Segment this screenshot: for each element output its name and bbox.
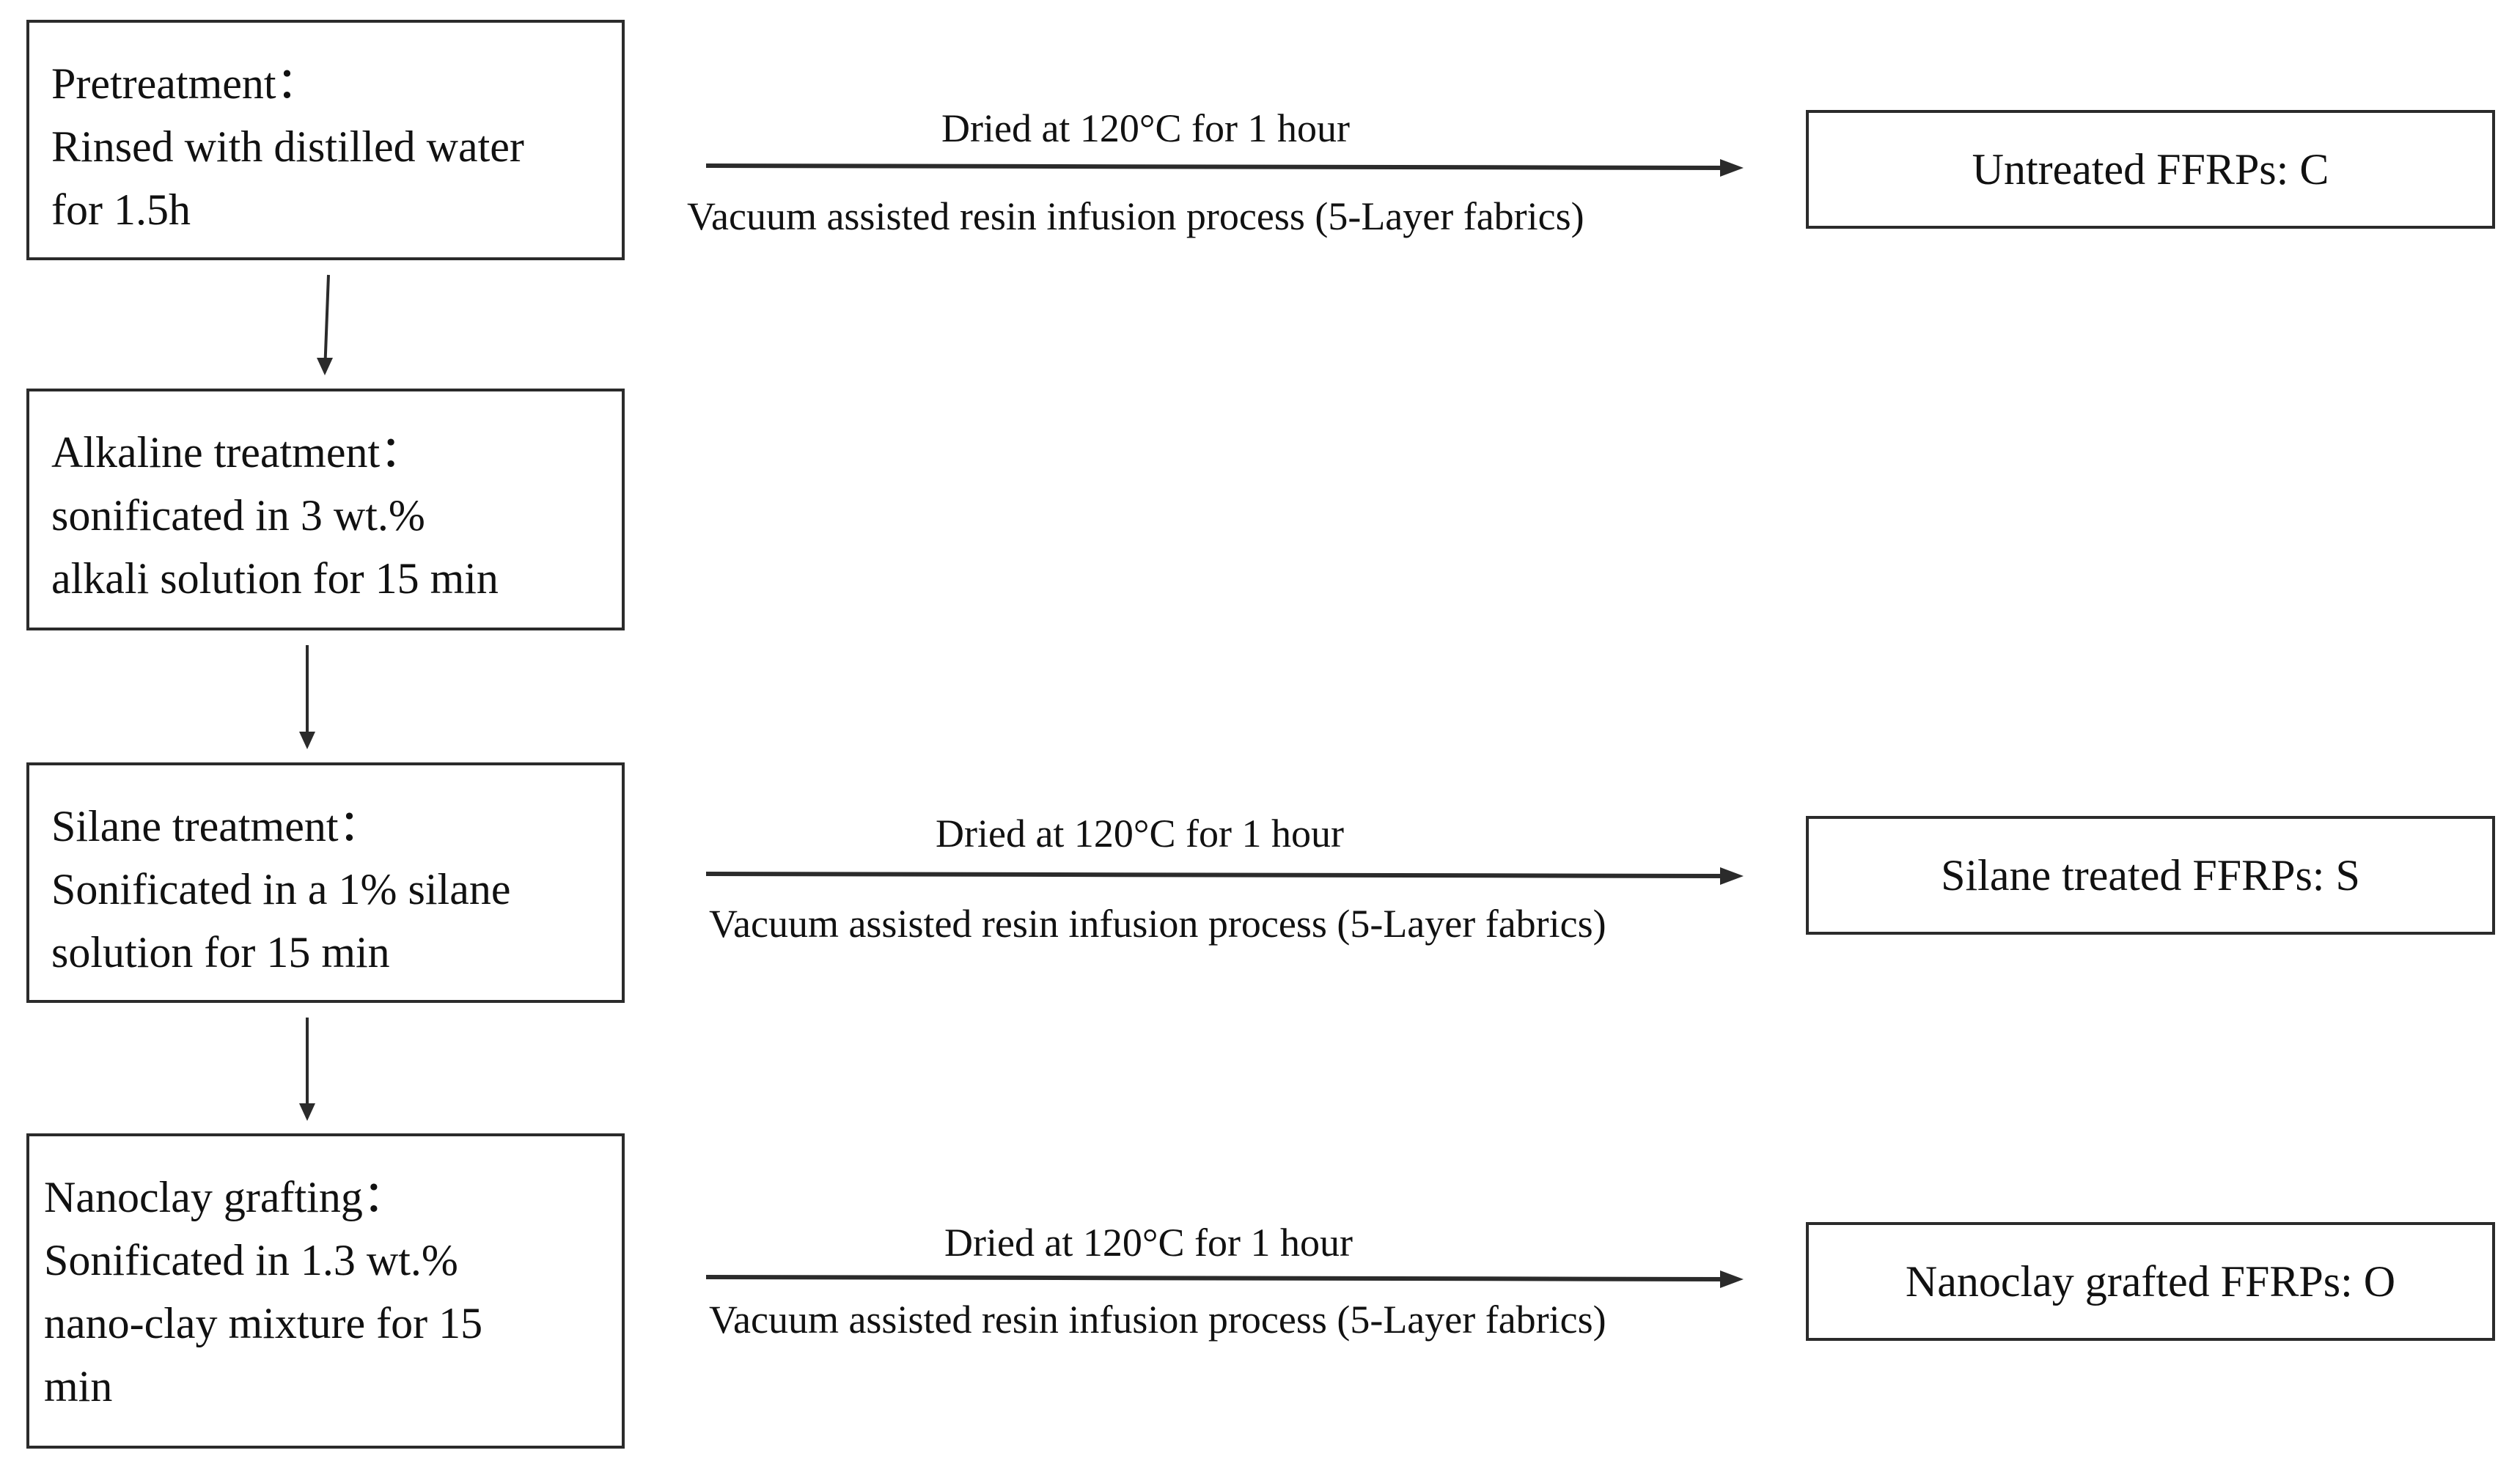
process-arrow-nanoclay (705, 1275, 1731, 1281)
flow-arrowhead-1 (317, 358, 333, 375)
result-label: Untreated FFRPs: C (1972, 144, 2329, 194)
process-arrowhead-silane (1720, 867, 1744, 885)
process-label-vacuum-1: Vacuum assisted resin infusion process (… (687, 194, 1584, 238)
step-box-pretreatment: Pretreatment： Rinsed with distilled wate… (26, 20, 625, 260)
step-line: min (44, 1362, 113, 1410)
flow-arrowhead-2 (299, 732, 315, 749)
flow-arrow-pretreatment-to-alkaline (323, 274, 330, 373)
result-box-nanoclay: Nanoclay grafted FFRPs: O (1806, 1222, 2495, 1341)
step-title: Silane treatment： (51, 802, 383, 850)
process-arrow-silane (705, 872, 1731, 878)
flow-arrowhead-3 (299, 1103, 315, 1121)
process-label-vacuum-3: Vacuum assisted resin infusion process (… (709, 1298, 1606, 1342)
step-box-alkaline: Alkaline treatment： sonificated in 3 wt.… (26, 389, 625, 630)
process-label-dried-3: Dried at 120°C for 1 hour (944, 1221, 1353, 1265)
step-box-silane: Silane treatment： Sonificated in a 1% si… (26, 762, 625, 1003)
step-title: Pretreatment： (51, 59, 320, 108)
step-line: solution for 15 min (51, 928, 390, 976)
step-line: Sonificated in 1.3 wt.% (44, 1236, 458, 1284)
process-arrowhead-nanoclay (1720, 1270, 1744, 1288)
process-label-dried-1: Dried at 120°C for 1 hour (941, 106, 1350, 150)
process-arrowhead-untreated (1720, 159, 1744, 177)
step-line: Sonificated in a 1% silane (51, 865, 511, 913)
step-line: alkali solution for 15 min (51, 554, 499, 603)
step-line: nano-clay mixture for 15 (44, 1299, 483, 1347)
process-label-vacuum-2: Vacuum assisted resin infusion process (… (709, 902, 1606, 946)
step-box-nanoclay: Nanoclay grafting： Sonificated in 1.3 wt… (26, 1133, 625, 1449)
step-line: sonificated in 3 wt.% (51, 491, 425, 540)
step-line: Rinsed with distilled water (51, 122, 524, 171)
process-label-dried-2: Dried at 120°C for 1 hour (936, 812, 1344, 856)
step-line: for 1.5h (51, 185, 191, 234)
result-label: Silane treated FFRPs: S (1941, 850, 2360, 900)
result-box-untreated: Untreated FFRPs: C (1806, 110, 2495, 229)
result-box-silane: Silane treated FFRPs: S (1806, 816, 2495, 935)
result-label: Nanoclay grafted FFRPs: O (1905, 1257, 2396, 1306)
step-title: Nanoclay grafting： (44, 1173, 407, 1221)
process-arrow-untreated (705, 163, 1731, 170)
step-title: Alkaline treatment： (51, 428, 425, 477)
